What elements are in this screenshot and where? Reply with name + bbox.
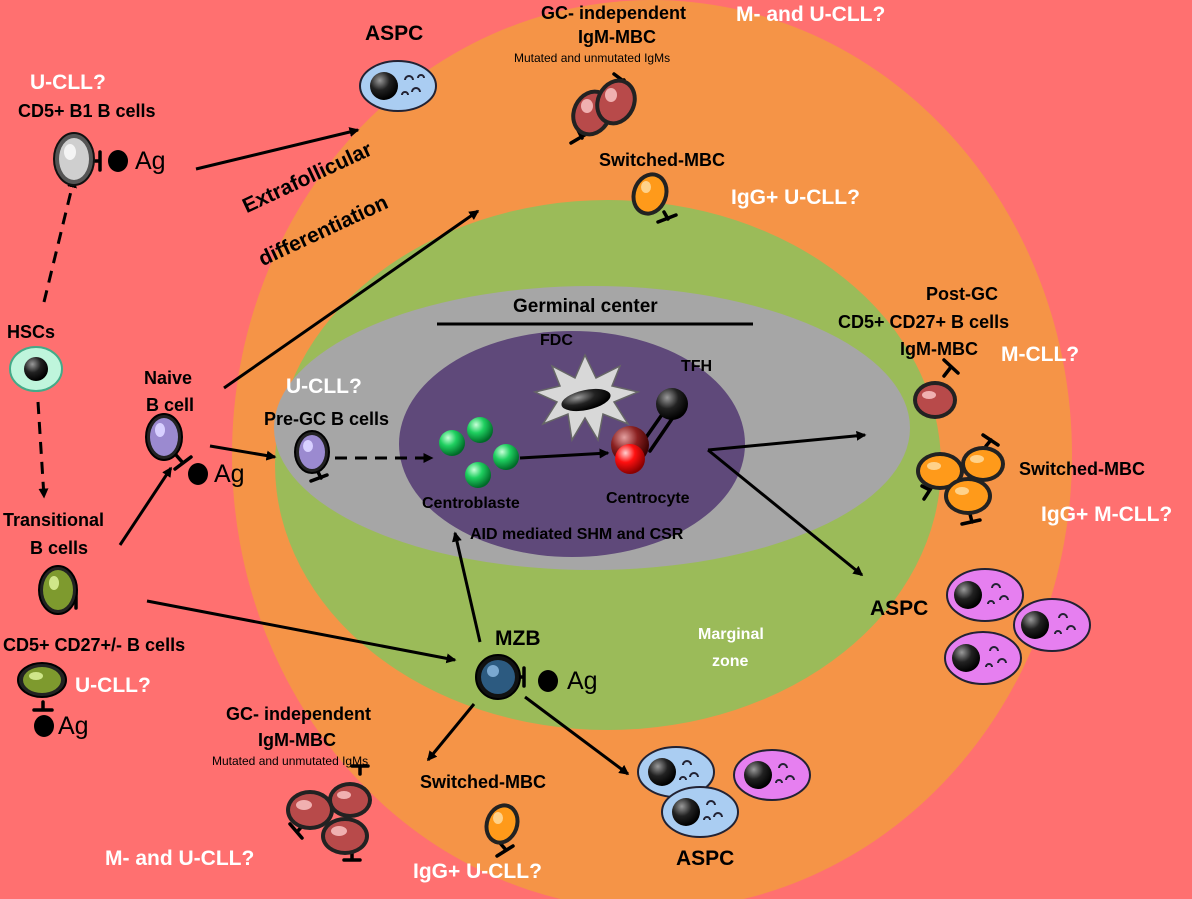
switched-mbc-top-label: Switched-MBC	[599, 150, 725, 170]
ag-naive-label: Ag	[214, 460, 245, 488]
aid-label: AID mediated SHM and CSR	[470, 526, 684, 543]
ag-b1-label: Ag	[135, 147, 166, 175]
mzb-cell	[475, 654, 521, 700]
mutated-igms-top-label: Mutated and unmutated IgMs	[514, 51, 671, 65]
antigen-dots	[34, 150, 558, 737]
fdc-label: FDC	[540, 332, 573, 349]
igm-mbc-post-gc-label: IgM-MBC	[900, 339, 978, 359]
aspc-right-cells	[944, 568, 1091, 685]
germinal-center-label: Germinal center	[513, 296, 658, 317]
cd27-b-cell	[17, 662, 67, 698]
pre-gc-b-cell	[294, 430, 330, 474]
centrocyte-label: Centrocyte	[606, 490, 690, 507]
zone-label: zone	[712, 653, 749, 670]
ag-mzb-label: Ag	[567, 667, 598, 695]
fdc-cell	[532, 353, 641, 443]
igg-m-cll-label: IgG+ M-CLL?	[1041, 503, 1173, 526]
hscs-label: HSCs	[7, 322, 56, 342]
igm-mbc-bottom-label: IgM-MBC	[258, 730, 336, 750]
aspc-bottom-cells	[637, 746, 811, 838]
m-cll-label: M-CLL?	[1001, 343, 1080, 366]
post-gc-igm-mbc-cell	[913, 381, 957, 419]
aspc-bottom-label: ASPC	[676, 847, 735, 870]
b1-cell	[53, 132, 95, 186]
tfh-label: TFH	[681, 358, 713, 375]
switched-mbc-bottom-cell	[484, 803, 520, 845]
gc-independent-bottom-label: GC- independent	[226, 704, 371, 724]
m-and-u-cll-top-label: M- and U-CLL?	[736, 3, 886, 26]
m-and-u-cll-bottom-label: M- and U-CLL?	[105, 847, 255, 870]
transitional-b-cell	[38, 565, 78, 615]
centroblast-cells	[439, 417, 519, 488]
igg-u-cll-top-label: IgG+ U-CLL?	[731, 186, 860, 209]
u-cll-pre-gc-label: U-CLL?	[286, 375, 362, 398]
switched-mbc-right-cluster	[916, 446, 1005, 515]
tfh-cell	[656, 388, 688, 420]
cd5-b1-label: CD5+ B1 B cells	[18, 101, 156, 121]
marginal-label: Marginal	[698, 626, 764, 643]
mutated-igms-bottom-label: Mutated and unmutated IgMs	[212, 754, 369, 768]
gc-independent-top-label: GC- independent	[541, 3, 686, 23]
centrocyte-cell	[611, 426, 649, 474]
naive-b-cell-label: B cell	[146, 395, 195, 415]
arrows	[36, 127, 867, 776]
igm-mbc-bottom-cells	[286, 782, 372, 855]
hsc-cell	[9, 346, 63, 392]
igg-u-cll-bottom-label: IgG+ U-CLL?	[413, 860, 542, 883]
u-cll-cd27-label: U-CLL?	[75, 674, 151, 697]
post-gc-label: Post-GC	[926, 284, 998, 304]
igm-mbc-top-cells	[571, 78, 637, 137]
u-cll-b1-label: U-CLL?	[30, 71, 106, 94]
switched-mbc-right-label: Switched-MBC	[1019, 459, 1145, 479]
cd5-cd27-post-gc-label: CD5+ CD27+ B cells	[838, 312, 1010, 332]
ag-cd27-label: Ag	[58, 712, 89, 740]
aspc-top-label: ASPC	[365, 22, 424, 45]
cd5-cd27-label: CD5+ CD27+/- B cells	[3, 635, 186, 655]
aspc-right-label: ASPC	[870, 597, 929, 620]
switched-mbc-bottom-label: Switched-MBC	[420, 772, 546, 792]
aspc-top-cell	[359, 60, 437, 112]
naive-b-cell	[145, 413, 183, 461]
centroblaste-label: Centroblaste	[422, 495, 520, 512]
transitional-label: Transitional	[3, 510, 105, 530]
switched-mbc-top-cell	[631, 172, 669, 216]
germinal-center-purple-zone	[399, 331, 745, 557]
naive-label: Naive	[144, 368, 193, 388]
igm-mbc-top-label: IgM-MBC	[578, 27, 656, 47]
pre-gc-label: Pre-GC B cells	[264, 409, 390, 429]
mzb-label: MZB	[495, 627, 541, 650]
transitional-b-cells-label: B cells	[30, 538, 89, 558]
